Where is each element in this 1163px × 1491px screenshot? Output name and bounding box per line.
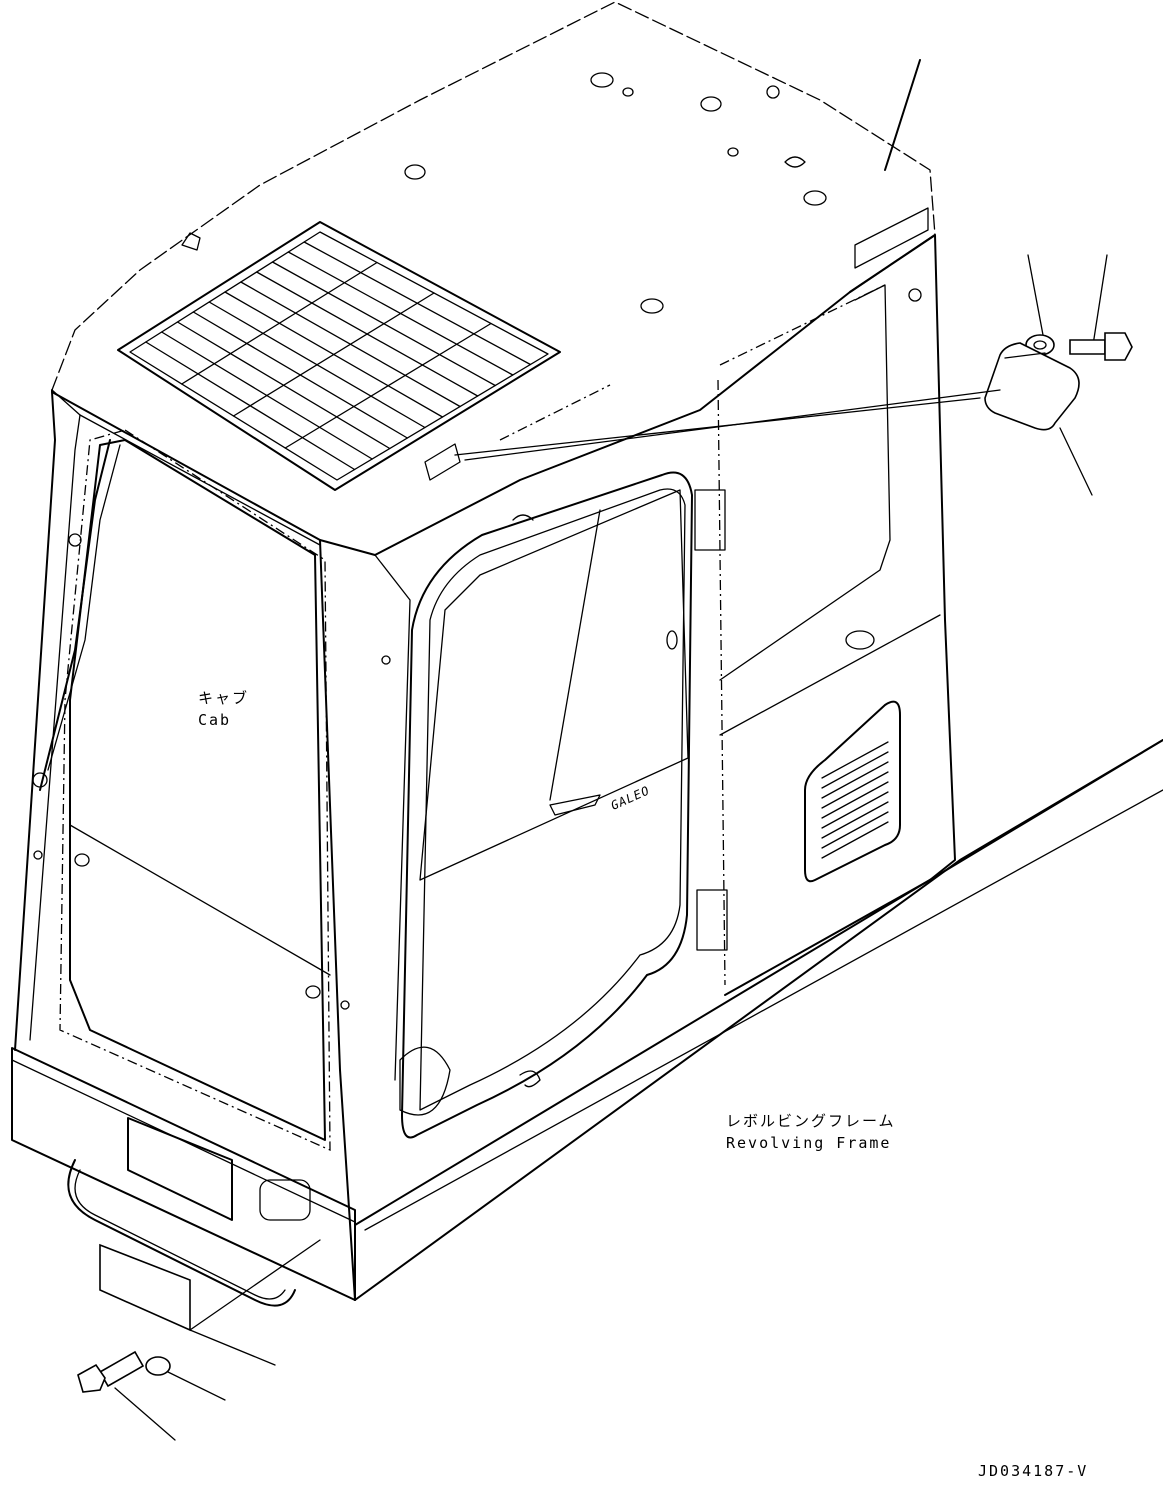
roof-window-grille [117, 221, 561, 491]
cab-front-frame [14, 391, 411, 1301]
cab-label-jp: キャブ [198, 689, 250, 707]
cab-rear-side-panel [717, 234, 956, 996]
bolt-icon-2 [98, 1350, 145, 1388]
frame-label-jp: レボルビングフレーム [726, 1112, 896, 1130]
cab-roof [51, 1, 936, 556]
cab-label-en: Cab [198, 711, 232, 729]
drawing-id: JD034187-V [978, 1462, 1089, 1480]
bolt-icon [1069, 339, 1106, 355]
washer-icon-2 [145, 1356, 171, 1376]
cab-lamp-assembly [424, 254, 1133, 496]
rear-plate-assembly [77, 1239, 321, 1441]
plate-icon [99, 1243, 191, 1332]
cab-door [401, 471, 728, 1139]
frame-label-en: Revolving Frame [726, 1134, 892, 1152]
revolving-frame [11, 739, 1163, 1307]
lamp-icon [984, 342, 1080, 431]
